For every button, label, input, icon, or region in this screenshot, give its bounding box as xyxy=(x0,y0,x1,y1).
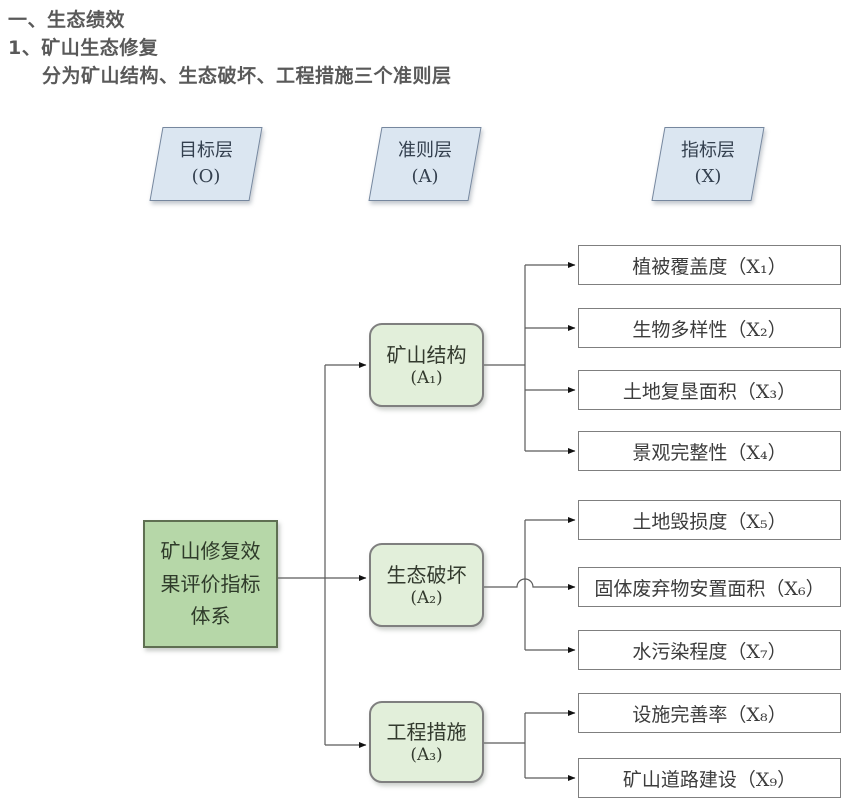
criteria-a1-label: 矿山结构 xyxy=(386,342,467,367)
criteria-a3-code: (A₃) xyxy=(410,744,443,765)
criteria-a3-label: 工程措施 xyxy=(386,719,467,744)
heading-subsection: 1、矿山生态修复 xyxy=(8,37,159,59)
indicator-box-x2: 生物多样性（X₂） xyxy=(578,308,841,348)
indicator-box-x3: 土地复垦面积（X₃） xyxy=(578,370,841,410)
criteria-a2-code: (A₂) xyxy=(410,587,443,608)
indicator-box-x4: 景观完整性（X₄） xyxy=(578,431,841,471)
layer-header-criteria-label: 准则层 xyxy=(398,139,452,161)
indicator-box-x1: 植被覆盖度（X₁） xyxy=(578,245,841,285)
heading-section: 一、生态绩效 xyxy=(8,9,126,31)
layer-header-indicator-code: (X) xyxy=(694,166,722,187)
indicator-box-x7: 水污染程度（X₇） xyxy=(578,630,841,670)
indicator-box-x8: 设施完善率（X₈） xyxy=(578,693,841,733)
layer-header-criteria-code: (A) xyxy=(411,166,439,187)
layer-header-indicator: 指标层 (X) xyxy=(651,127,765,201)
layer-header-goal-label: 目标层 xyxy=(179,139,233,161)
goal-box-label: 矿山修复效果评价指标体系 xyxy=(160,539,261,629)
criteria-box-a2: 生态破坏 (A₂) xyxy=(369,543,484,627)
layer-header-goal-code: (O) xyxy=(191,166,221,187)
criteria-a1-code: (A₁) xyxy=(410,367,443,388)
indicator-box-x9: 矿山道路建设（X₉） xyxy=(578,758,841,798)
criteria-box-a1: 矿山结构 (A₁) xyxy=(369,323,484,407)
heading-description: 分为矿山结构、生态破坏、工程措施三个准则层 xyxy=(42,65,452,87)
layer-header-indicator-label: 指标层 xyxy=(681,139,735,161)
goal-box: 矿山修复效果评价指标体系 xyxy=(143,520,278,648)
indicator-box-x5: 土地毁损度（X₅） xyxy=(578,500,841,540)
layer-header-criteria: 准则层 (A) xyxy=(368,127,482,201)
layer-header-goal: 目标层 (O) xyxy=(149,127,263,201)
indicator-box-x6: 固体废弃物安置面积（X₆） xyxy=(578,567,841,607)
criteria-box-a3: 工程措施 (A₃) xyxy=(369,701,484,783)
criteria-a2-label: 生态破坏 xyxy=(386,562,467,587)
